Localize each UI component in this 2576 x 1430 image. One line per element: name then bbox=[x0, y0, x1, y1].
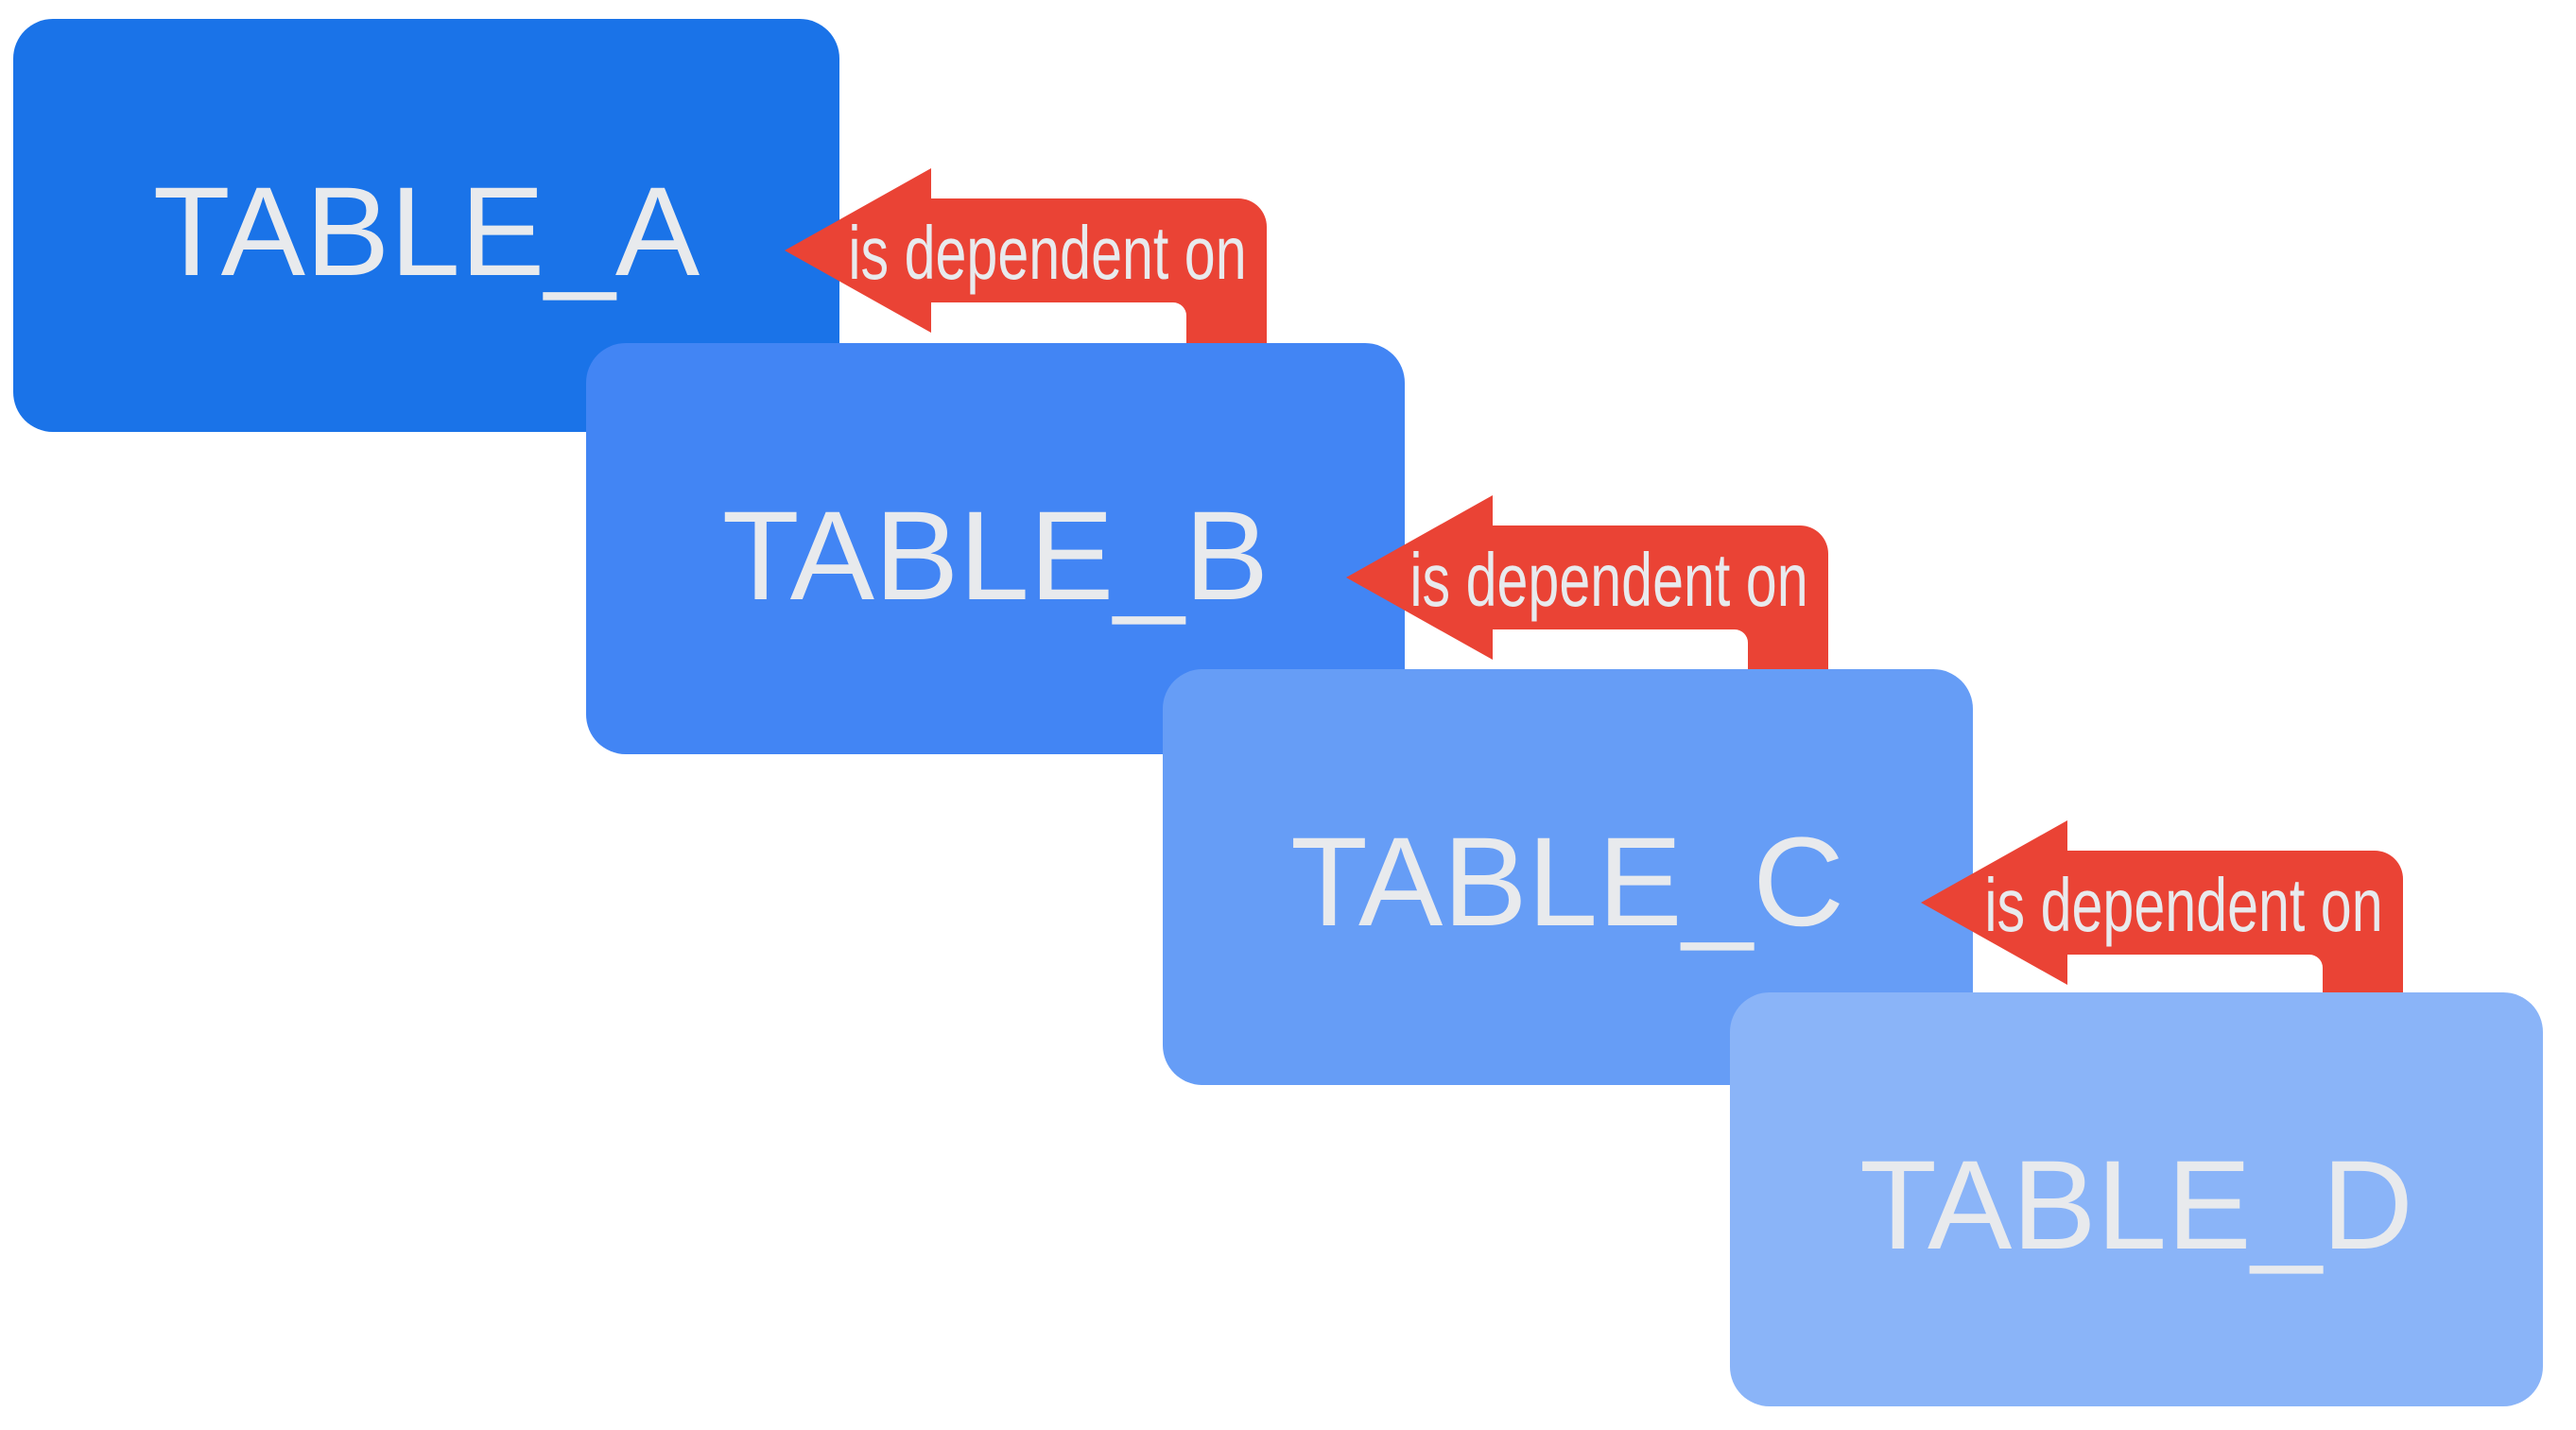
table-c: TABLE_C bbox=[1163, 669, 1973, 1085]
table-a-box bbox=[13, 19, 839, 432]
dependency-arrow-c-to-b: is dependent on bbox=[1346, 495, 1828, 686]
table-c-box bbox=[1163, 669, 1973, 1085]
table-c-label: TABLE_C bbox=[1290, 812, 1844, 953]
table-a: TABLE_A bbox=[13, 19, 839, 432]
table-b-label: TABLE_B bbox=[722, 486, 1269, 627]
arrow-b-to-a-label: is dependent on bbox=[848, 210, 1246, 295]
arrow-shape bbox=[785, 168, 1267, 359]
table-a-label: TABLE_A bbox=[153, 162, 700, 302]
table-b-box bbox=[586, 343, 1405, 754]
dependency-arrow-b-to-a: is dependent on bbox=[785, 168, 1267, 359]
arrow-shape bbox=[1346, 495, 1828, 686]
dependency-arrow-d-to-c: is dependent on bbox=[1921, 820, 2403, 1008]
table-b: TABLE_B bbox=[586, 343, 1405, 754]
table-d-box bbox=[1730, 992, 2543, 1406]
arrow-shape bbox=[1921, 820, 2403, 1008]
table-d-label: TABLE_D bbox=[1859, 1135, 2413, 1276]
arrow-c-to-b-label: is dependent on bbox=[1409, 537, 1807, 622]
table-d: TABLE_D bbox=[1730, 992, 2543, 1406]
arrow-d-to-c-label: is dependent on bbox=[1984, 862, 2382, 947]
